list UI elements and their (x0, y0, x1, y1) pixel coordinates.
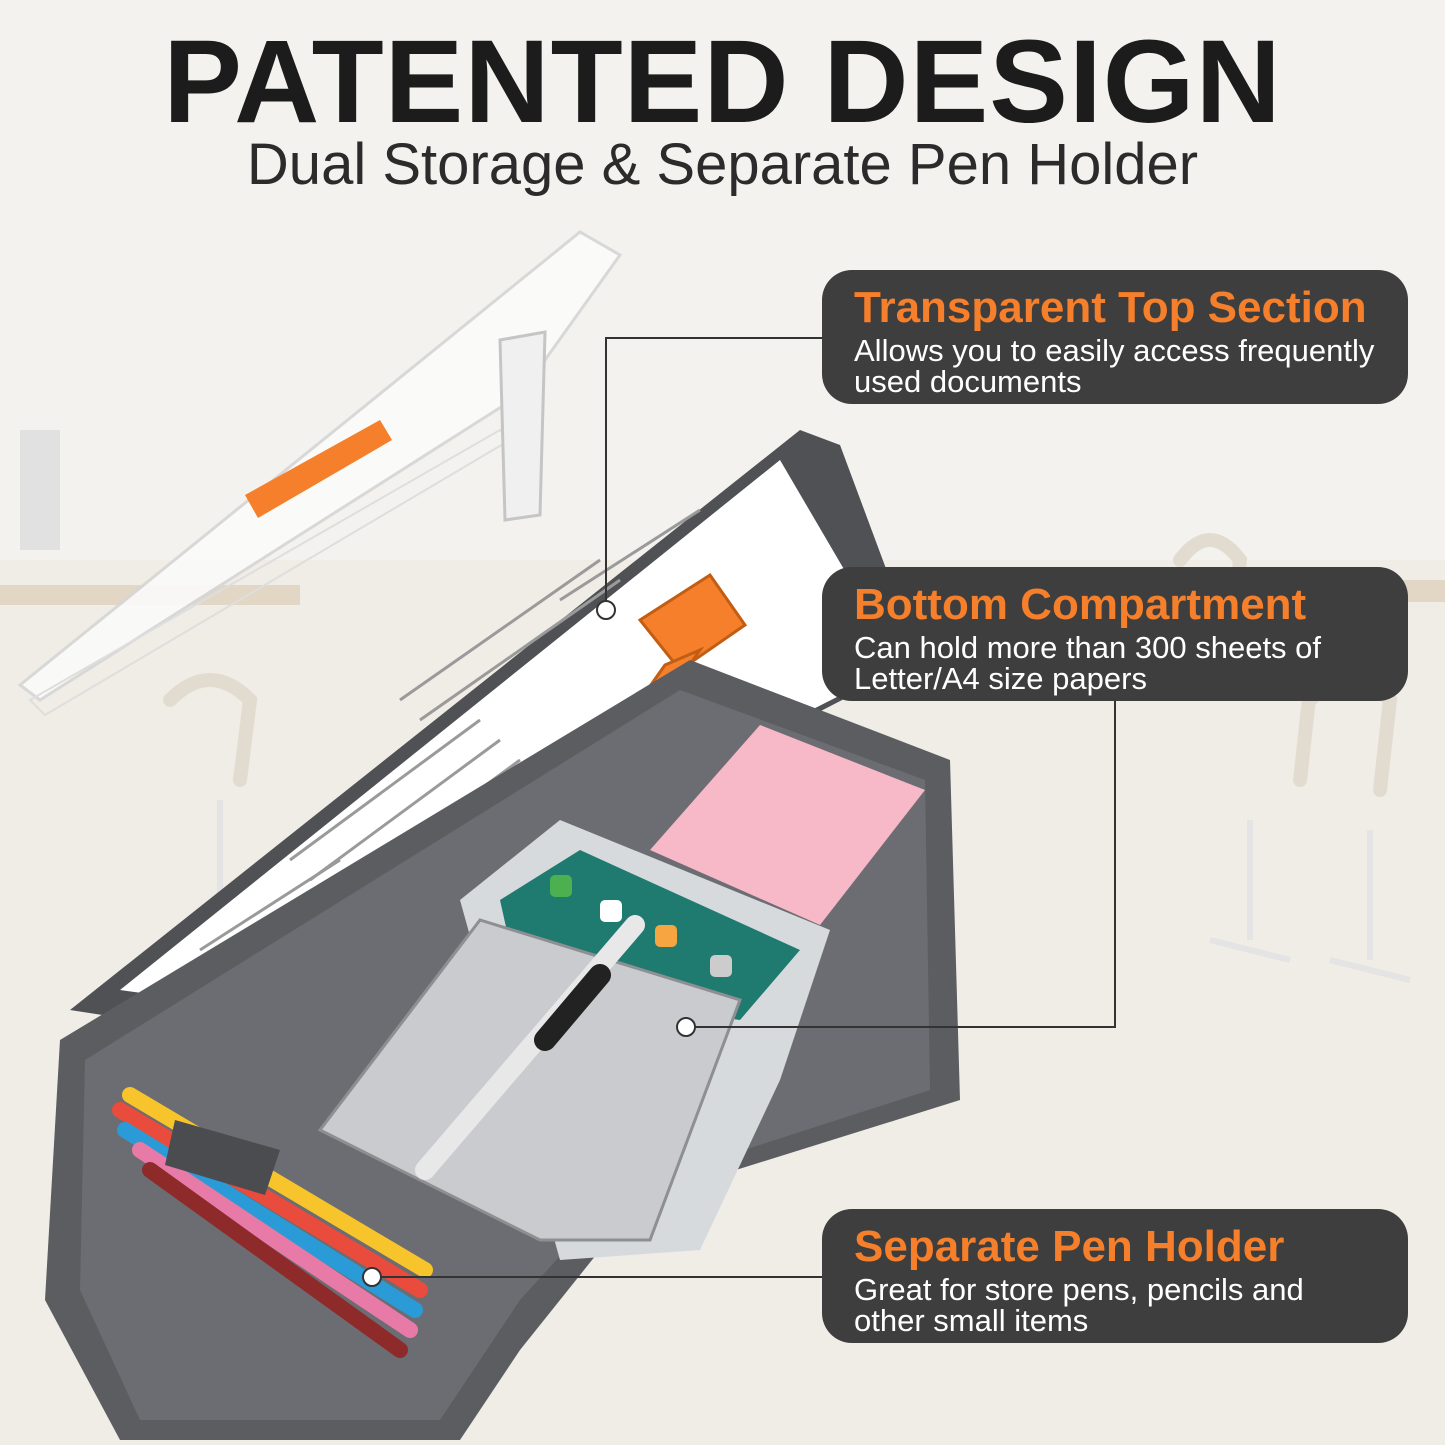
page-title: PATENTED DESIGN (163, 16, 1282, 148)
case-tray (45, 660, 960, 1440)
callout-title: Bottom Compartment (854, 580, 1307, 629)
callout-desc-line2: Letter/A4 size papers (854, 661, 1147, 696)
callout-title: Separate Pen Holder (854, 1222, 1285, 1271)
callout-bottom-compartment: Bottom Compartment Can hold more than 30… (822, 567, 1408, 701)
callout-transparent-top: Transparent Top Section Allows you to ea… (822, 270, 1408, 404)
callout-desc-line2: other small items (854, 1303, 1089, 1338)
callout-title: Transparent Top Section (854, 283, 1367, 332)
callout-desc-line1: Can hold more than 300 sheets of (854, 630, 1322, 665)
page-subtitle: Dual Storage & Separate Pen Holder (246, 132, 1199, 197)
leader-lines (362, 337, 1116, 1287)
transparent-clipboard (17, 230, 623, 717)
callout-desc-line1: Great for store pens, pencils and (854, 1272, 1304, 1307)
callout-desc-line1: Allows you to easily access frequently (854, 333, 1375, 368)
callout-pen-holder: Separate Pen Holder Great for store pens… (822, 1209, 1408, 1343)
callout-desc-line2: used documents (854, 364, 1082, 399)
